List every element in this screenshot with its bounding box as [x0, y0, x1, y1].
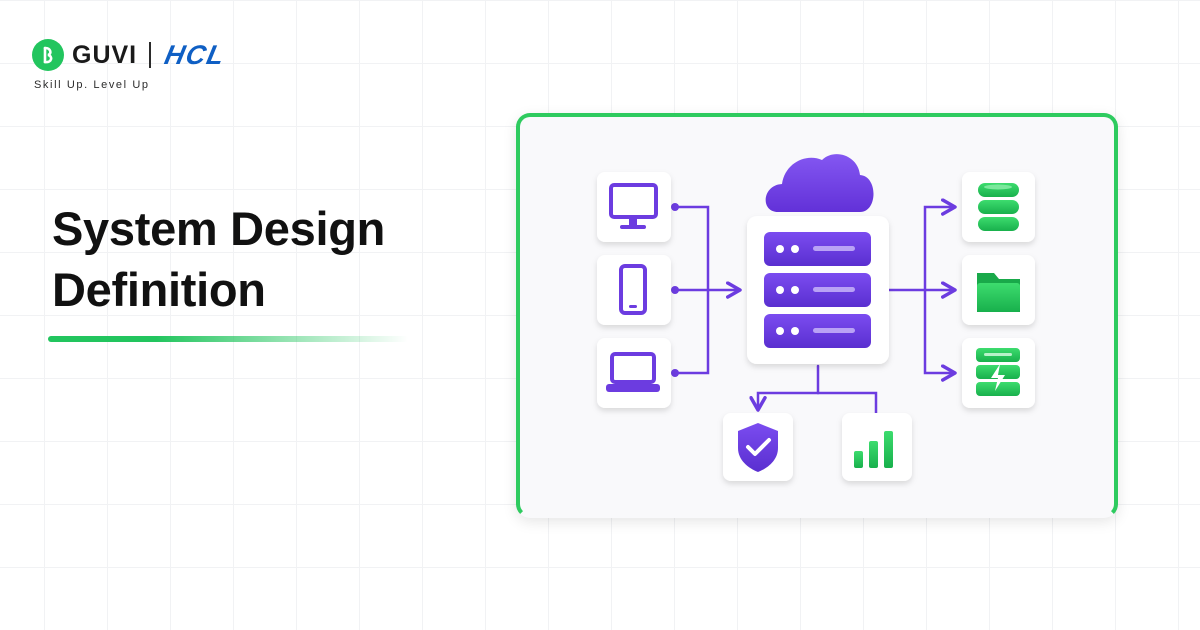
connector-dot-desktop [671, 203, 679, 211]
brand-name: GUVI [72, 40, 138, 69]
storage-cache [962, 338, 1035, 408]
server-rack-3 [764, 314, 871, 348]
server-tile [747, 216, 889, 364]
server-stack-icon [764, 232, 871, 348]
connector-chart [816, 391, 878, 415]
folder-icon [977, 273, 1020, 312]
security-shield-icon [738, 423, 778, 472]
brand-tagline: Skill Up. Level Up [34, 79, 150, 91]
connector-dot-phone [671, 286, 679, 294]
smartphone-icon [619, 264, 647, 315]
analytics-tile [842, 413, 912, 481]
laptop-icon [606, 352, 660, 392]
client-laptop [597, 338, 671, 408]
security-tile [723, 413, 793, 481]
server-rack-2 [764, 273, 871, 307]
title-underline [48, 336, 408, 342]
connector-dot-laptop [671, 369, 679, 377]
connector-shield [749, 391, 820, 412]
bottom-connectors [749, 364, 878, 415]
storage-connectors [886, 198, 957, 382]
connector-cache [923, 288, 957, 382]
brand-row: GUVI HCL [32, 38, 332, 72]
page-title-line-2: Definition [52, 263, 266, 316]
cache-storage-icon [976, 348, 1020, 396]
page-title-line-1: System Design [52, 202, 386, 255]
client-connectors [671, 203, 742, 377]
brand-header: GUVI HCL Skill Up. Level Up [32, 38, 332, 98]
server-rack-1 [764, 232, 871, 266]
brand-separator [149, 42, 151, 68]
page-title: System Design Definition [52, 198, 452, 320]
cloud-icon [765, 154, 874, 212]
storage-folder [962, 255, 1035, 325]
page-title-text: System Design Definition [52, 198, 452, 320]
desktop-icon [609, 183, 658, 229]
guvi-logo-icon [32, 39, 64, 71]
client-smartphone [597, 255, 671, 325]
connector-desktop [674, 205, 710, 292]
lightning-icon [991, 364, 1005, 391]
database-icon [978, 183, 1019, 231]
storage-database [962, 172, 1035, 242]
client-desktop [597, 172, 671, 242]
analytics-chart-icon [854, 431, 893, 468]
connector-database [923, 198, 957, 292]
connector-laptop [674, 288, 710, 375]
